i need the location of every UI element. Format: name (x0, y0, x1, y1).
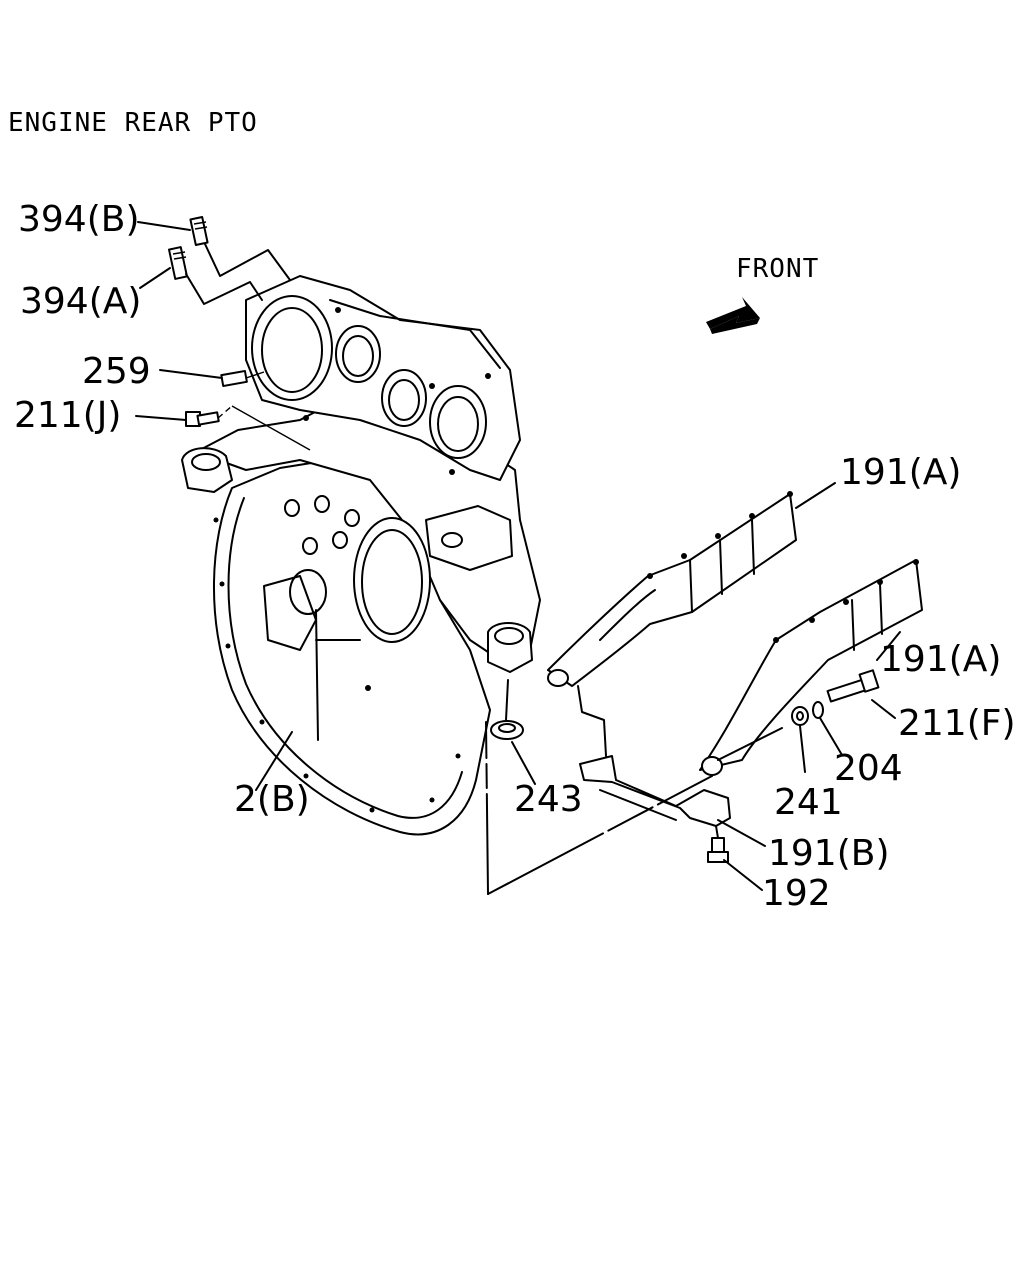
leader-lines (135, 221, 901, 895)
bracket-191b (579, 727, 783, 827)
stud-394a-icon (168, 246, 188, 280)
stud-394b-icon (189, 216, 209, 246)
bolt-211j-icon (185, 411, 220, 427)
front-arrow-icon (706, 297, 760, 334)
flywheel-housing (181, 275, 541, 836)
washer-243-icon (490, 720, 524, 740)
washer-204-icon (812, 701, 824, 719)
part-label-394a: 394(A) (20, 281, 142, 322)
part-label-204: 204 (834, 748, 903, 789)
part-label-241: 241 (774, 782, 843, 823)
part-label-191b: 191(B) (768, 833, 890, 874)
washer-241-icon (791, 706, 809, 726)
part-label-191a-lower: 191(A) (880, 639, 1002, 680)
bracket-191a-upper (547, 491, 797, 687)
stud-259-icon (220, 369, 248, 387)
part-label-2b: 2(B) (234, 779, 310, 820)
bolt-211f-icon (826, 669, 880, 703)
part-label-243: 243 (514, 779, 583, 820)
part-label-259: 259 (82, 351, 151, 392)
part-label-211j: 211(J) (14, 395, 122, 436)
front-label: FRONT (736, 254, 820, 284)
bracket-191a-lower (699, 559, 923, 771)
part-label-394b: 394(B) (18, 199, 140, 240)
bolt-192-icon (707, 837, 729, 863)
part-label-211f: 211(F) (898, 703, 1016, 744)
part-label-192: 192 (762, 873, 831, 914)
part-label-191a-upper: 191(A) (840, 452, 962, 493)
page-title: ENGINE REAR PTO (8, 108, 258, 138)
